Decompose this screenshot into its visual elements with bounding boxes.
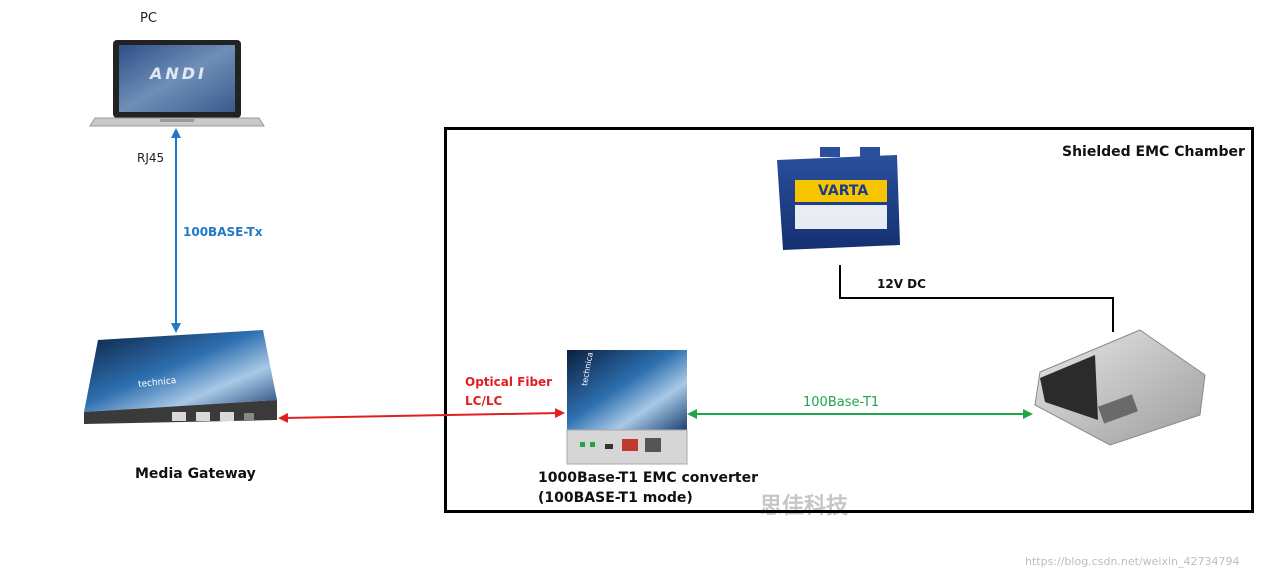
- pc-laptop-icon: [89, 40, 265, 127]
- link-pc-gateway-label: 100BASE-Tx: [183, 225, 263, 239]
- converter-label-line1: 1000Base-T1 EMC converter: [538, 470, 758, 486]
- watermark-cn: 思佳科技: [760, 494, 849, 519]
- media-gateway-device-icon: [84, 330, 277, 424]
- optical-fiber-label: Optical Fiber: [465, 375, 553, 389]
- power-line: [839, 265, 1114, 332]
- converter-label-line2: (100BASE-T1 mode): [538, 490, 693, 506]
- watermark-url: https://blog.csdn.net/weixin_42734794: [1025, 555, 1240, 568]
- optical-connector-label: LC/LC: [465, 394, 503, 408]
- link-converter-ecu-label: 100Base-T1: [803, 395, 880, 410]
- chamber-label: Shielded EMC Chamber: [1062, 144, 1245, 160]
- battery-icon: [777, 147, 900, 250]
- power-label: 12V DC: [877, 277, 926, 291]
- emc-converter-device-icon: [566, 350, 688, 465]
- media-gateway-label: Media Gateway: [135, 466, 256, 482]
- emc-chamber-box: [444, 127, 1254, 513]
- rj45-label: RJ45: [137, 151, 165, 165]
- ecu-device-icon: [1034, 329, 1206, 446]
- pc-label: PC: [140, 11, 157, 26]
- battery-brand-logo: VARTA: [818, 183, 869, 199]
- optical-fiber-link-arrow: [278, 408, 565, 423]
- laptop-screen-logo: ANDI: [150, 64, 208, 83]
